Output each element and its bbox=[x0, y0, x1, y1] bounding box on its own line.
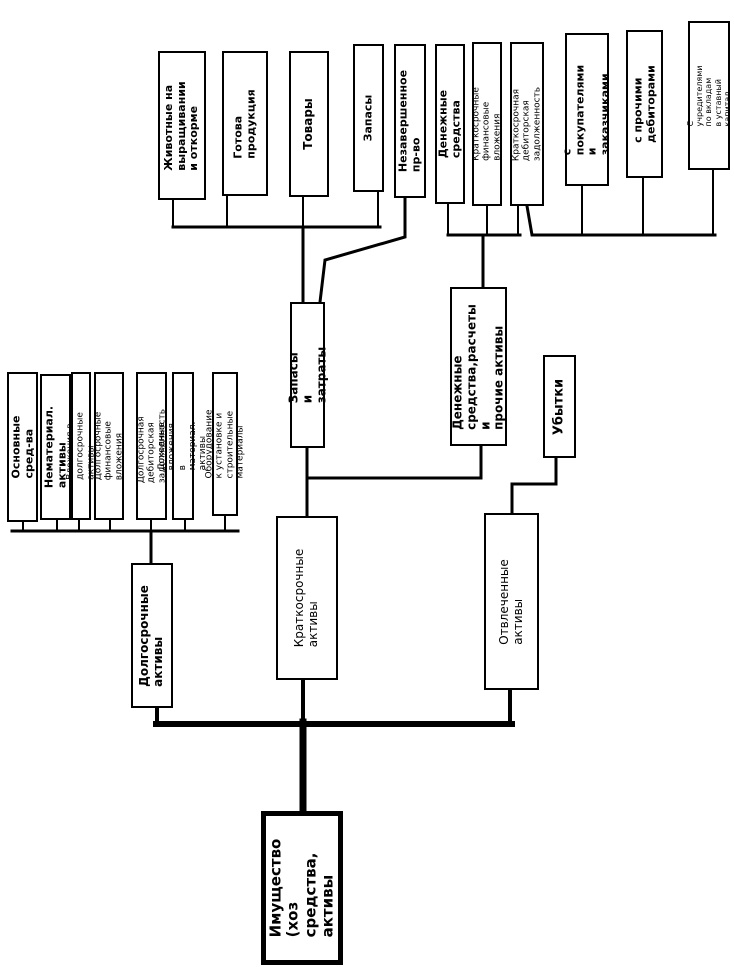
finished-goods-label: Готова продукция bbox=[231, 88, 257, 159]
lt-financial-label: Долгосрочные финансовые вложения bbox=[93, 411, 125, 481]
short-term-assets-box: Краткосрочные активы bbox=[276, 516, 338, 680]
fixed-assets-label: Основные сред-ва bbox=[8, 415, 35, 479]
lt-receivables-box: Долгосрочная дебиторская задолженность bbox=[136, 372, 167, 520]
goods-box: Товары bbox=[289, 51, 329, 197]
long-term-assets-box: Долгосрочные активы bbox=[131, 563, 173, 708]
lt-investments-label: Вложения в долгосрочные активы bbox=[65, 412, 97, 480]
lt-financial-box: Долгосрочные финансовые вложения bbox=[93, 372, 125, 520]
goods-label: Товары bbox=[301, 98, 316, 150]
equipment-box: Оборудование к установке и строительные … bbox=[204, 372, 245, 516]
diverted-assets-label: Отвлеченные активы bbox=[496, 558, 525, 645]
losses-label: Убытки bbox=[551, 378, 567, 435]
reserves-label: Запасы bbox=[361, 94, 375, 142]
buyers-label: с покупателями и заказчиками bbox=[560, 64, 612, 155]
diverted-assets-box: Отвлеченные активы bbox=[484, 513, 539, 690]
root-label: Имущество (хоз средства, активы bbox=[266, 838, 337, 938]
receivables-bus-line bbox=[525, 204, 717, 237]
stocks-costs-label: Запасы и затраты bbox=[285, 346, 328, 404]
wip-link-line bbox=[318, 196, 407, 304]
cash-box: Денежные средства bbox=[435, 44, 465, 204]
intangible-assets-label: Нематериал. активы bbox=[41, 405, 68, 489]
cash-label: Денежные средства bbox=[436, 89, 462, 159]
st-receivables-box: Краткосрочная дебиторская задолженность bbox=[510, 42, 544, 206]
losses-link-line bbox=[510, 456, 558, 515]
long-term-assets-label: Долгосрочные активы bbox=[137, 584, 165, 687]
stocks-costs-box: Запасы и затраты bbox=[285, 302, 328, 448]
equipment-label: Оборудование к установке и строительные … bbox=[204, 409, 246, 479]
founders-box: С учредителями по вкладам в уставный кап… bbox=[686, 21, 732, 170]
profitable-investments-label: Доходные вложения в материал. активы bbox=[157, 421, 209, 471]
wip-label: Незавершенное пр-во bbox=[396, 69, 422, 173]
cash-settlements-box: Денежные средства,расчеты и прочие актив… bbox=[450, 287, 507, 446]
animals-label: Животные на выращивании и откорме bbox=[162, 80, 201, 171]
buyers-box: с покупателями и заказчиками bbox=[561, 33, 612, 186]
other-debtors-label: с прочими дебиторами bbox=[630, 65, 657, 143]
reserves-box: Запасы bbox=[353, 44, 384, 192]
animals-box: Животные на выращивании и откорме bbox=[158, 51, 206, 200]
losses-box: Убытки bbox=[543, 355, 576, 458]
st-financial-label: Краткосрочные финансовые вложения bbox=[471, 87, 503, 161]
finished-goods-box: Готова продукция bbox=[222, 51, 268, 196]
fixed-assets-box: Основные сред-ва bbox=[7, 372, 38, 522]
other-debtors-box: с прочими дебиторами bbox=[626, 30, 663, 178]
intangible-assets-box: Нематериал. активы bbox=[40, 374, 71, 520]
st-financial-box: Краткосрочные финансовые вложения bbox=[471, 42, 503, 206]
root-box: Имущество (хоз средства, активы bbox=[261, 811, 343, 965]
st-receivables-label: Краткосрочная дебиторская задолженность bbox=[511, 86, 543, 162]
cash-settlements-label: Денежные средства,расчеты и прочие актив… bbox=[449, 303, 506, 430]
lt-investments-box: Вложения в долгосрочные активы bbox=[65, 372, 96, 520]
profitable-investments-box: Доходные вложения в материал. активы bbox=[157, 372, 209, 520]
wip-box: Незавершенное пр-во bbox=[394, 44, 426, 198]
founders-label: С учредителями по вкладам в уставный кап… bbox=[686, 65, 732, 126]
short-term-assets-label: Краткосрочные активы bbox=[292, 548, 320, 648]
